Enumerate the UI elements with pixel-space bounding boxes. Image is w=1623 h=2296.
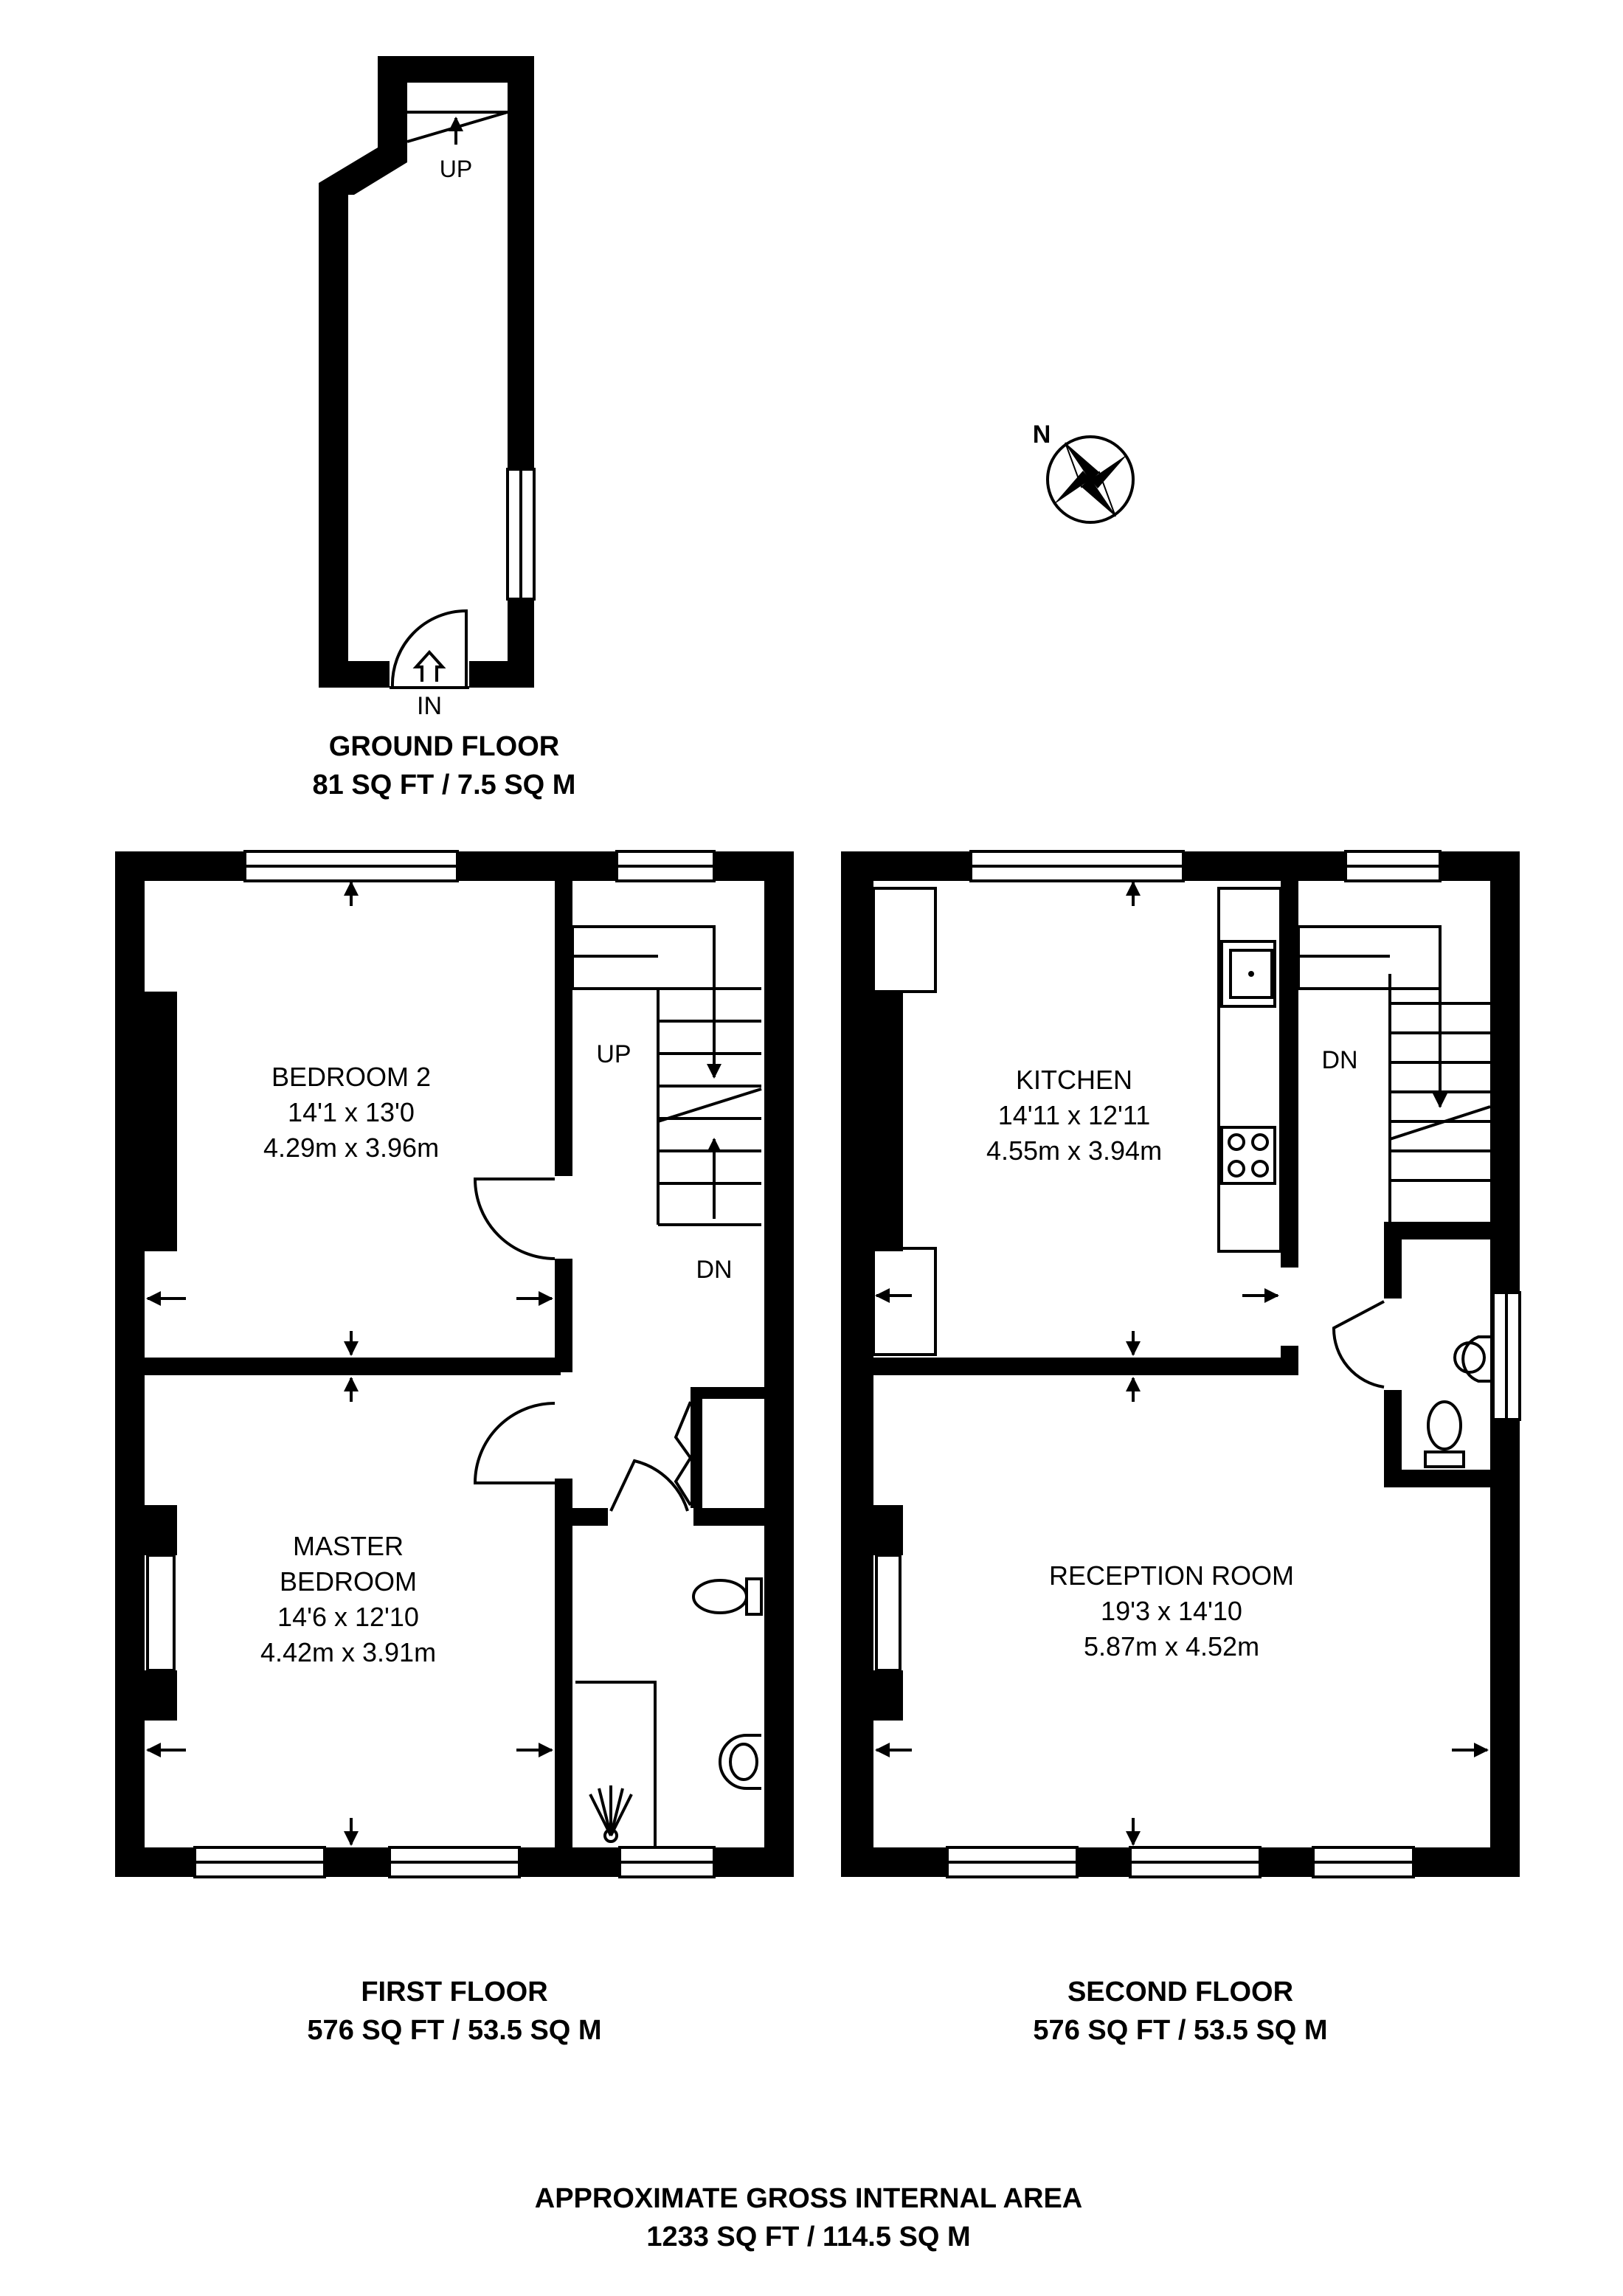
first-toilet-icon <box>692 1577 763 1616</box>
second-wc-door <box>1332 1300 1385 1389</box>
reception-room-name: RECEPTION ROOM <box>1049 1560 1294 1591</box>
kitchen-metric: 4.55m x 3.94m <box>986 1135 1162 1166</box>
second-floor-title: SECOND FLOOR <box>1067 1977 1293 2008</box>
ground-entrance-label: IN <box>417 692 442 720</box>
second-stairs-down-label: DN <box>1321 1046 1357 1074</box>
bedroom2-metric: 4.29m x 3.96m <box>263 1133 439 1163</box>
second-floor-area: 576 SQ FT / 53.5 SQ M <box>1033 2015 1327 2046</box>
first-stairs-down-label: DN <box>696 1256 732 1284</box>
kitchen-sink-icon <box>1220 940 1276 1008</box>
first-stairs-up-label: UP <box>596 1040 631 1068</box>
first-bedroom2-door <box>473 1178 556 1260</box>
ground-floor-title: GROUND FLOOR <box>329 731 559 762</box>
first-floor-stairs <box>571 925 762 1226</box>
first-floor-plan: UP DN BEDROOM 2 14'1 <box>115 850 794 1878</box>
second-floor-plan: DN KITCHEN 14'11 x 12'11 4.55m x 3.94m R… <box>841 850 1521 1878</box>
ground-floor-area: 81 SQ FT / 7.5 SQ M <box>313 770 576 801</box>
first-floor-area: 576 SQ FT / 53.5 SQ M <box>307 2015 601 2046</box>
gross-area-title: APPROXIMATE GROSS INTERNAL AREA <box>535 2183 1082 2214</box>
reception-room-metric: 5.87m x 4.52m <box>1084 1631 1259 1662</box>
first-bathroom-door <box>609 1459 689 1512</box>
bedroom2-imperial: 14'1 x 13'0 <box>288 1097 415 1127</box>
ground-floor-plan: UP IN <box>319 56 536 720</box>
compass-rose-icon <box>1046 435 1135 524</box>
master-bedroom-metric: 4.42m x 3.91m <box>260 1637 436 1667</box>
first-master-door <box>473 1402 556 1484</box>
entrance-arrow-icon <box>412 650 446 682</box>
second-floor-stairs <box>1297 925 1491 1222</box>
kitchen-name: KITCHEN <box>1016 1065 1132 1095</box>
kitchen-hob-icon <box>1220 1126 1276 1185</box>
ground-entrance-door <box>390 609 468 688</box>
second-basin-icon <box>1453 1335 1490 1383</box>
master-bedroom-name-line2: BEDROOM <box>280 1566 417 1597</box>
ground-stairs-up-label: UP <box>440 156 472 182</box>
first-floor-title: FIRST FLOOR <box>361 1977 547 2008</box>
first-shower-icon <box>575 1681 657 1847</box>
bedroom2-name: BEDROOM 2 <box>271 1062 431 1092</box>
second-toilet-icon <box>1424 1400 1465 1468</box>
master-bedroom-imperial: 14'6 x 12'10 <box>277 1602 419 1632</box>
compass-north-label: N <box>1033 421 1051 449</box>
first-basin-icon <box>719 1734 761 1790</box>
first-cupboard-door <box>674 1401 692 1507</box>
kitchen-imperial: 14'11 x 12'11 <box>998 1100 1151 1130</box>
ground-floor-walls <box>319 56 534 688</box>
reception-room-imperial: 19'3 x 14'10 <box>1101 1596 1242 1626</box>
gross-area-value: 1233 SQ FT / 114.5 SQ M <box>646 2221 970 2252</box>
master-bedroom-name-line1: MASTER <box>293 1531 404 1561</box>
